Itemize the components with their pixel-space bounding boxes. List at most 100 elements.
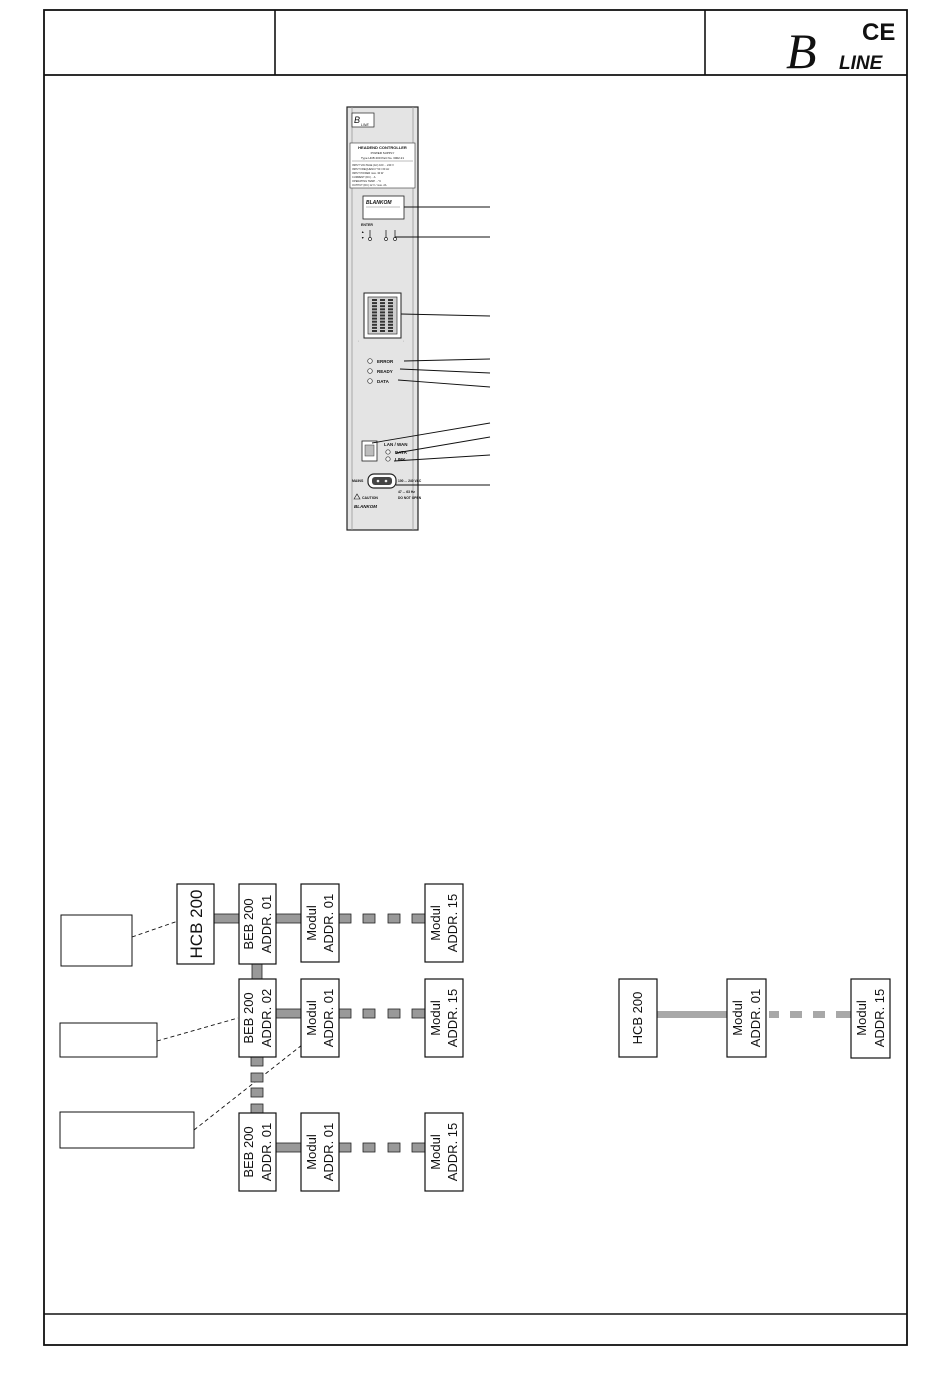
connector-pin: [380, 323, 385, 326]
panel-logo-text: LINE: [361, 123, 369, 127]
panel-spec-line: INPUT POWER max. 30 W: [352, 171, 384, 175]
mains-socket[interactable]: [367, 473, 397, 489]
connector-pin: [380, 326, 385, 329]
enter-label: ENTER: [361, 223, 373, 227]
panel-spec-line: CURRENT (DC) ...A: [352, 175, 376, 179]
module-box-row2-first: [300, 978, 340, 1058]
lan-label: LAN / WAN: [384, 442, 408, 447]
connector-pin: [388, 330, 393, 332]
callout-line: [397, 379, 491, 388]
beb-1-name: BEB 200: [241, 898, 256, 949]
callout-lines: [371, 206, 491, 486]
dashed-bus: [813, 1011, 825, 1018]
error-led-label: ERROR: [377, 359, 394, 364]
connector-pin: [372, 317, 377, 320]
connector-pin: [388, 320, 393, 323]
beb-box-2: [238, 978, 277, 1058]
page-border: [43, 9, 908, 1346]
beb-1-addr: ADDR. 01: [259, 895, 274, 954]
module-box-row3-last: [424, 1112, 464, 1192]
module-addr: ADDR. 15: [445, 894, 460, 953]
module-box-row1-first: [300, 883, 340, 963]
up-key[interactable]: [384, 230, 388, 241]
panel-logo-letter: B: [354, 115, 360, 125]
module-addr: ADDR. 15: [872, 989, 887, 1048]
ready-led-label: READY: [377, 369, 393, 374]
logo-letter: B: [786, 23, 817, 79]
module-addr: ADDR. 15: [445, 989, 460, 1048]
connector-pin-mark: ◦: [403, 339, 404, 343]
dashed-bus-row-3: [338, 1142, 426, 1153]
connector-pin: [372, 330, 377, 332]
hcb-right-label: HCB 200: [630, 992, 645, 1045]
lan-port[interactable]: [361, 440, 378, 462]
connector-pin: [388, 323, 393, 326]
panel-type-line: Type HCB 200 Part No. 3002.21: [361, 156, 404, 160]
panel-title: HEADEND CONTROLLER: [358, 145, 407, 150]
module-addr: ADDR. 15: [445, 1123, 460, 1182]
connector-pin: [380, 311, 385, 314]
bus-link: [275, 1008, 302, 1019]
connector-pin: [380, 314, 385, 317]
mains-voltage: 100 ... 240 VAC: [398, 479, 422, 483]
panel-label-plate: [349, 142, 416, 189]
display-brand: BLANKOM: [366, 200, 392, 206]
connector-pin: [372, 305, 377, 308]
module-addr: ADDR. 01: [748, 989, 763, 1048]
connector-pin: [380, 305, 385, 308]
key-down-mark: ▼: [361, 236, 364, 240]
external-device-box-1: [60, 914, 133, 967]
dashed-leader: [131, 920, 179, 938]
bus-line: [657, 1011, 727, 1018]
connector-pin: [380, 330, 385, 332]
dashed-bus-row-2: [338, 1008, 426, 1019]
caution-label: CAUTION: [362, 496, 378, 500]
connector-pin: [380, 308, 385, 311]
connector-pin: [380, 317, 385, 320]
key-up-mark: ▲: [361, 230, 364, 234]
caution-icon: [353, 493, 361, 500]
connector-pin-mark: ◦: [358, 339, 359, 343]
module-addr: ADDR. 01: [321, 894, 336, 953]
mains-frequency: 47 ... 63 Hz: [398, 490, 415, 494]
module-name: Modul: [428, 1000, 443, 1036]
connector-pin: [388, 308, 393, 311]
module-name: Modul: [304, 1000, 319, 1036]
beb-3-addr: ADDR. 01: [259, 1123, 274, 1182]
connector-pin: [388, 317, 393, 320]
enter-key[interactable]: [368, 230, 372, 241]
sub-d-connector[interactable]: [363, 292, 402, 339]
panel-spec-line: INPUT VOLTAGE (AC) 100 ... 240 V: [352, 163, 394, 167]
module-name: Modul: [304, 905, 319, 941]
module-name: Modul: [730, 1000, 745, 1036]
dashed-bus-row-1: [338, 913, 426, 924]
lan-data-led: [385, 449, 391, 455]
connector-pin: [372, 311, 377, 314]
connector-pin: [380, 299, 385, 301]
beb-box-3: [238, 1112, 277, 1192]
ready-led: [367, 368, 373, 374]
lan-link-label: LINK: [395, 457, 406, 462]
external-device-box-3: [59, 1111, 195, 1149]
left-bus-diagram: HCB 200 BEB 200 ADDR. 01 BEB 200 ADDR. 0…: [59, 883, 464, 1192]
beb-2-addr: ADDR. 02: [259, 989, 274, 1048]
dashed-bus: [790, 1011, 802, 1018]
connector-pin: [372, 323, 377, 326]
data-led: [367, 378, 373, 384]
module-box-row2-last: [424, 978, 464, 1058]
beb-2-name: BEB 200: [241, 992, 256, 1043]
callout-line: [393, 454, 491, 462]
module-name: Modul: [854, 1000, 869, 1036]
callout-line: [399, 368, 491, 374]
dashed-bus: [836, 1011, 851, 1018]
error-led: [367, 358, 373, 364]
connector-pin: [372, 326, 377, 329]
callout-line: [400, 313, 491, 317]
connector-pin: [380, 320, 385, 323]
lan-link-led: [385, 456, 391, 462]
beb-box-1: [238, 883, 277, 965]
panel-logo-box: [351, 112, 375, 128]
module-name: Modul: [428, 905, 443, 941]
panel-spec-line: INPUT FREQUENCY 50 / 60 Hz: [352, 167, 390, 171]
panel-spec-line: OUTPUT (DC) 12 V / max. 2A: [352, 183, 387, 187]
